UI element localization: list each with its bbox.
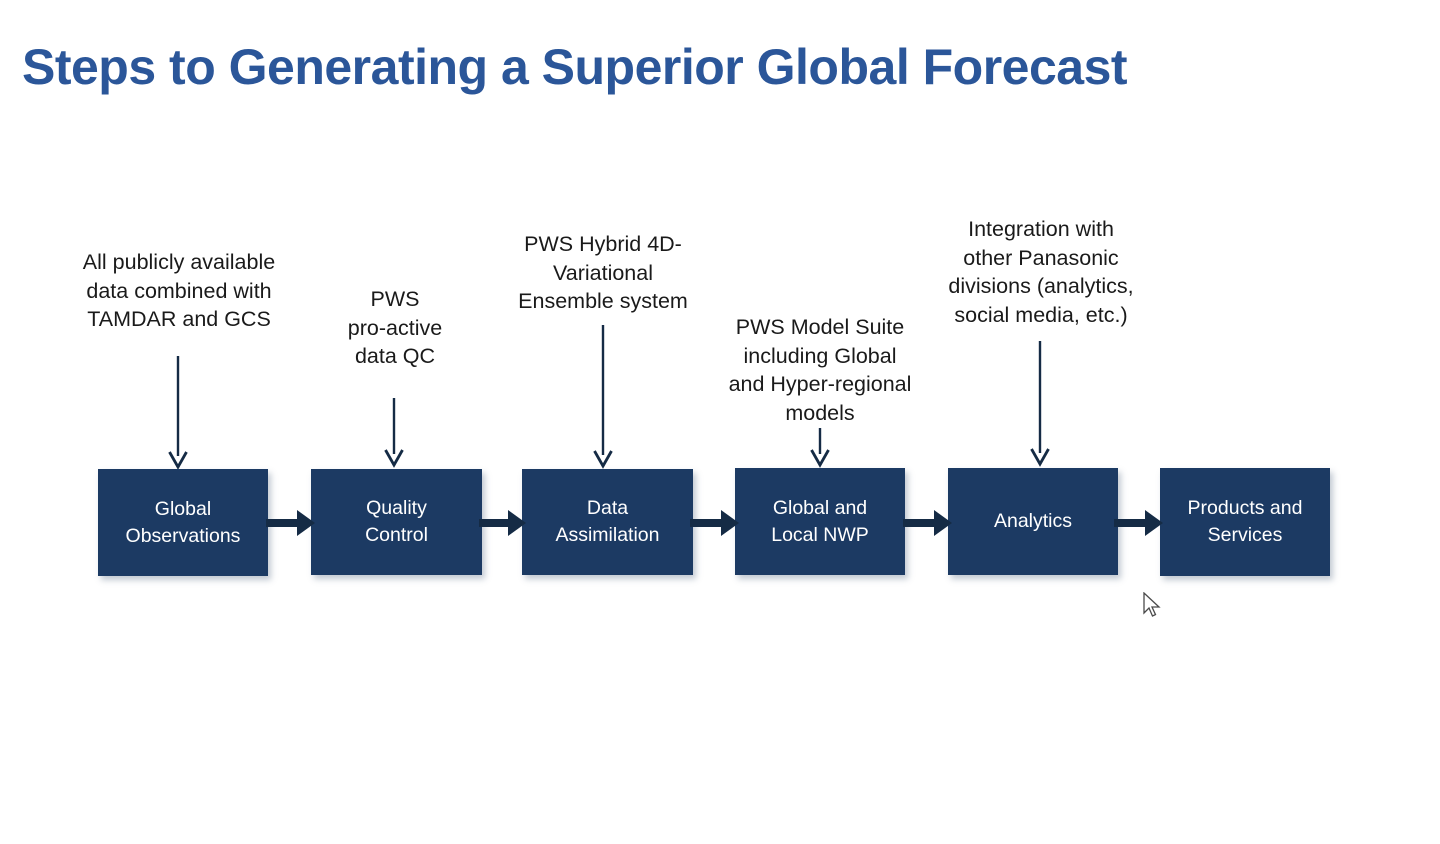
- process-box-global-and-local-nwp[interactable]: Global and Local NWP: [735, 468, 905, 575]
- arrow-down-icon-global-and-local-nwp: [807, 428, 833, 468]
- arrow-down-icon-analytics: [1027, 341, 1053, 467]
- step-caption-data-assimilation: PWS Hybrid 4D- Variational Ensemble syst…: [518, 232, 688, 313]
- arrow-right-icon-2: [479, 506, 527, 540]
- step-caption-global-and-local-nwp: PWS Model Suite including Global and Hyp…: [728, 315, 912, 425]
- arrow-right-icon-5: [1114, 506, 1164, 540]
- mouse-pointer-icon: [1143, 591, 1161, 618]
- step-caption-quality-control: PWS pro-active data QC: [347, 287, 443, 368]
- arrow-down-icon-data-assimilation: [590, 325, 616, 469]
- arrow-right-icon-4: [903, 506, 953, 540]
- process-box-global-observations[interactable]: Global Observations: [98, 469, 268, 576]
- page-title: Steps to Generating a Superior Global Fo…: [22, 39, 1128, 95]
- process-box-products-and-services[interactable]: Products and Services: [1160, 468, 1330, 576]
- arrow-down-icon-quality-control: [381, 398, 407, 468]
- arrow-right-icon-1: [266, 506, 316, 540]
- arrow-right-icon-3: [690, 506, 740, 540]
- process-box-quality-control[interactable]: Quality Control: [311, 469, 482, 575]
- step-caption-global-observations: All publicly available data combined wit…: [82, 250, 276, 331]
- step-caption-analytics: Integration with other Panasonic divisio…: [948, 217, 1134, 327]
- arrow-down-icon-global-observations: [165, 356, 191, 470]
- process-box-analytics[interactable]: Analytics: [948, 468, 1118, 575]
- process-box-data-assimilation[interactable]: Data Assimilation: [522, 469, 693, 575]
